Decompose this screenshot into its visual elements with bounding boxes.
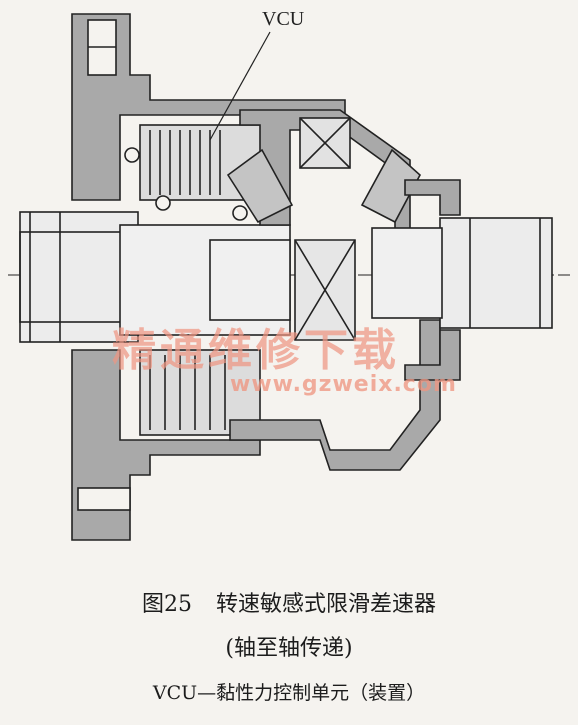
bolt-hole-bottom (77, 487, 131, 511)
cross-bolt-left (155, 195, 171, 211)
vcu-callout-label: VCU (262, 8, 305, 30)
figure-number: 图25 (141, 592, 192, 617)
right-output-shaft (439, 217, 553, 329)
figure-caption-subtitle: (轴至轴传递) (225, 636, 353, 661)
vcu-callout-line (209, 31, 271, 141)
figure-caption-title: 图25 转速敏感式限滑差速器 (0, 586, 578, 618)
watermark-text: 精通维修下载 (112, 325, 400, 376)
bevel-pinion-right (360, 148, 422, 224)
differential-cross-section-diagram (8, 13, 570, 541)
watermark-url: www.gzweix.com (230, 372, 457, 397)
right-bearing-housing-lower (404, 329, 461, 381)
figure-caption-legend: VCU—黏性力控制单元（装置） (152, 682, 426, 704)
left-flange-housing (71, 13, 346, 201)
seal-ring-upper (124, 147, 140, 163)
cross-bolt-right (232, 205, 248, 221)
differential-case-lower (229, 319, 441, 471)
right-bearing-housing (404, 179, 461, 216)
figure-title: 转速敏感式限滑差速器 (215, 592, 436, 617)
bevel-pinion-left (226, 148, 294, 224)
left-output-shaft (19, 211, 139, 343)
